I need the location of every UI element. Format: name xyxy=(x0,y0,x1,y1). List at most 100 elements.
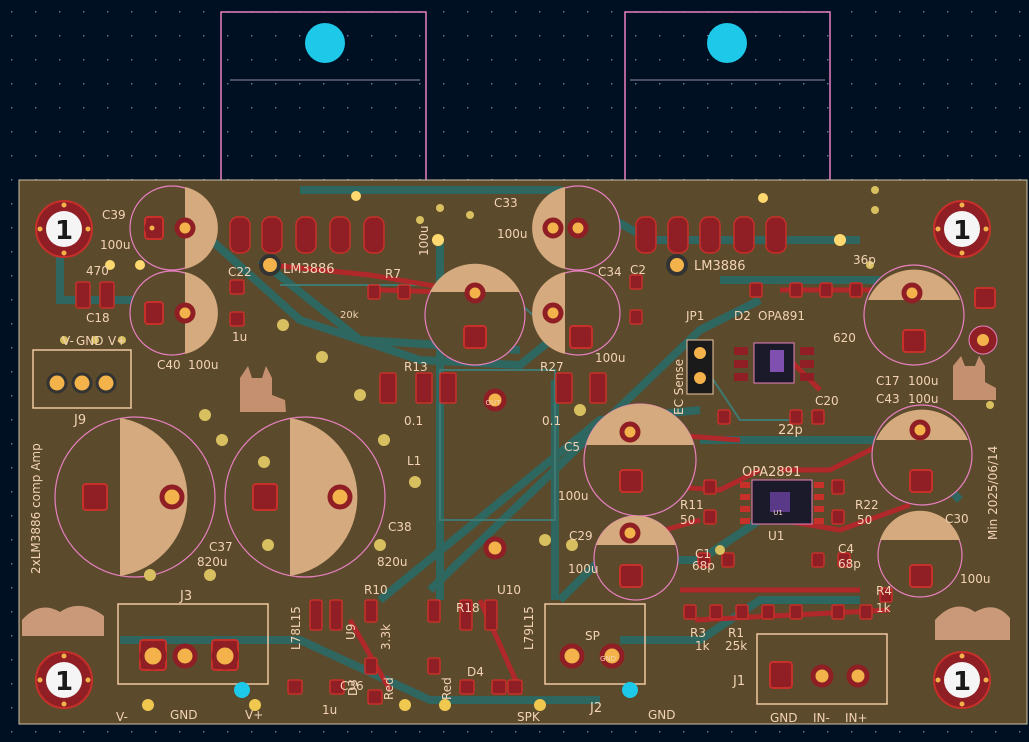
label-c40-value: 100u xyxy=(188,358,219,372)
pad-label-u1: U1 xyxy=(773,509,783,517)
silkscreen-labels: C39 100u 470 C18 C22 1u C40 100u LM3886 … xyxy=(62,196,991,725)
label-r1: R1 xyxy=(728,626,744,640)
j9-pins xyxy=(46,372,117,394)
label-d2: D2 xyxy=(734,309,751,323)
label-sp: SP xyxy=(585,629,600,643)
label-r11: R11 xyxy=(680,498,704,512)
label-1u: 1u xyxy=(232,330,247,344)
mounting-hole-cyan xyxy=(707,23,747,63)
label-j3-vminus: V- xyxy=(116,710,128,724)
board-signature: Min 2025/06/14 xyxy=(986,446,1000,540)
label-c38-value: 820u xyxy=(377,555,408,569)
lm3886-pin-rows xyxy=(229,216,787,254)
label-c-center: 100u xyxy=(595,351,626,365)
label-r27: R27 xyxy=(540,360,564,374)
label-j1: J1 xyxy=(732,674,745,689)
label-c20-value: 22p xyxy=(778,423,803,438)
label-c36: C36 xyxy=(340,679,364,693)
label-r10: R10 xyxy=(364,583,388,597)
label-c4: C4 xyxy=(838,542,854,556)
cat-logo xyxy=(240,356,996,412)
label-j2-gnd: GND xyxy=(648,708,676,722)
label-c38: C38 xyxy=(388,520,412,534)
label-r18: R18 xyxy=(456,601,480,615)
j3-pins xyxy=(139,642,239,670)
label-c20: C20 xyxy=(815,394,839,408)
label-spk: SPK xyxy=(517,710,541,724)
label-j1-gnd: GND xyxy=(770,711,798,725)
label-opa2891: OPA2891 xyxy=(742,465,801,480)
label-620: 620 xyxy=(833,331,856,345)
mount-label: 1 xyxy=(953,216,971,246)
label-in-plus: IN+ xyxy=(845,711,868,725)
label-opa891: OPA891 xyxy=(758,309,805,323)
label-r22-value: 50 xyxy=(857,513,872,527)
label-u9: U9 xyxy=(344,624,358,640)
label-d3: D3 xyxy=(346,679,360,696)
label-36p: 36p xyxy=(853,253,876,267)
label-r4-value: 1k xyxy=(876,601,891,615)
label-r7: R7 xyxy=(385,267,401,281)
label-u1: U1 xyxy=(768,529,784,543)
pad-label-gnd: GND xyxy=(600,655,616,663)
label-jp1: JP1 xyxy=(685,309,704,323)
label-c36-value: 1u xyxy=(322,703,337,717)
label-j2: J2 xyxy=(589,701,602,716)
label-c-vert: 100u xyxy=(417,225,431,256)
label-v-plus: V+ xyxy=(108,334,126,348)
vias xyxy=(60,186,994,581)
label-gnd-j9: GND xyxy=(76,334,104,348)
label-r13: R13 xyxy=(404,360,428,374)
label-r11-value: 50 xyxy=(680,513,695,527)
label-lm3886-a: LM3886 xyxy=(283,262,335,277)
mount-hole-labels: 1 1 1 1 xyxy=(55,216,971,697)
label-l78l15: L78L15 xyxy=(289,606,303,650)
label-r1-value: 25k xyxy=(725,639,747,653)
label-r3-value: 1k xyxy=(695,639,710,653)
label-c-left: 100u xyxy=(100,238,131,252)
jp1-pin xyxy=(694,372,706,384)
label-v-minus: V- xyxy=(62,334,74,348)
label-c5-value: 100u xyxy=(558,489,589,503)
label-c18: C18 xyxy=(86,311,110,325)
label-r10-value: 3.3k xyxy=(379,624,393,650)
mount-label: 1 xyxy=(55,216,73,246)
label-c40: C40 xyxy=(157,358,181,372)
label-c17-value: 100u xyxy=(908,374,939,388)
label-470: 470 xyxy=(86,264,109,278)
label-c30: C30 xyxy=(945,512,969,526)
label-c39: C39 xyxy=(102,208,126,222)
label-c2: C2 xyxy=(630,263,646,277)
label-c34: C34 xyxy=(598,265,622,279)
label-lm3886-b: LM3886 xyxy=(694,259,746,274)
pad-designators: OUT GND U1 xyxy=(486,399,783,663)
label-c33: C33 xyxy=(494,196,518,210)
board-title: 2xLM3886 comp Amp xyxy=(29,443,43,574)
label-c17: C17 xyxy=(876,374,900,388)
label-c5: C5 xyxy=(564,440,580,454)
label-r4: R4 xyxy=(876,584,892,598)
jp1-pin xyxy=(694,347,706,359)
label-c33-value: 100u xyxy=(497,227,528,241)
mounting-holes xyxy=(35,200,991,709)
label-c29: C29 xyxy=(569,529,593,543)
label-c1: C1 xyxy=(695,547,711,561)
label-d4: D4 xyxy=(467,665,484,679)
label-r27-value: 0.1 xyxy=(542,414,561,428)
label-red1: Red xyxy=(382,677,396,700)
label-j3-gnd: GND xyxy=(170,708,198,722)
mount-label: 1 xyxy=(953,667,971,697)
label-20k: 20k xyxy=(340,310,359,321)
label-c22: C22 xyxy=(228,265,252,279)
label-c29-value: 100u xyxy=(568,562,599,576)
label-c4-value: 68p xyxy=(838,557,861,571)
label-j9: J9 xyxy=(73,413,86,428)
label-c30-value: 100u xyxy=(960,572,991,586)
label-l79l15: L79L15 xyxy=(522,606,536,650)
mounting-hole-cyan xyxy=(305,23,345,63)
label-c37: C37 xyxy=(209,540,233,554)
label-red2: Red xyxy=(440,677,454,700)
label-c37-value: 820u xyxy=(197,555,228,569)
